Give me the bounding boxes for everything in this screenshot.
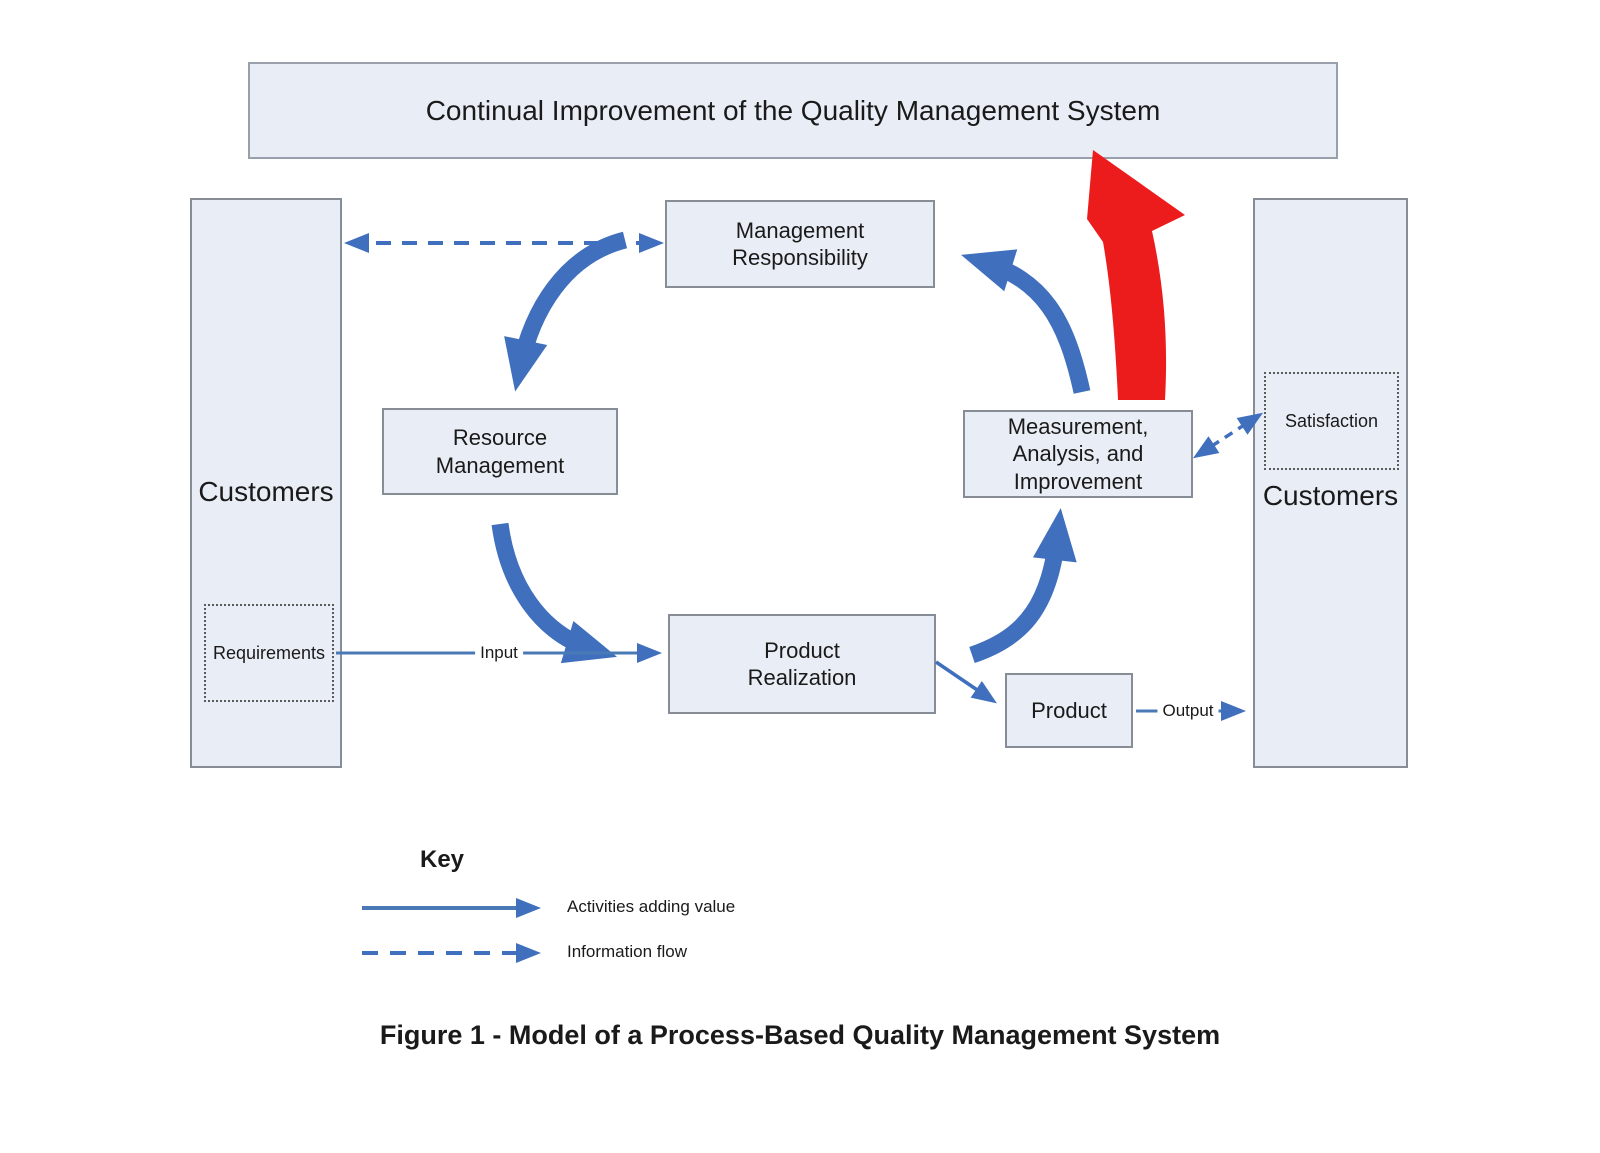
management-responsibility-box: Management Responsibility bbox=[665, 200, 935, 288]
resource-management-box: Resource Management bbox=[382, 408, 618, 495]
dashed-arrow-measurement-satisfaction bbox=[1192, 412, 1264, 459]
customers-right-panel: Satisfaction Customers bbox=[1253, 198, 1408, 768]
requirements-label: Requirements bbox=[212, 642, 326, 663]
customers-left-panel: Customers Requirements bbox=[190, 198, 342, 768]
red-arrow-to-continual-improvement bbox=[1087, 150, 1185, 400]
customers-right-label: Customers bbox=[1262, 480, 1399, 511]
realization-to-product-line bbox=[935, 660, 997, 704]
continual-improvement-banner: Continual Improvement of the Quality Man… bbox=[248, 62, 1338, 159]
satisfaction-box: Satisfaction bbox=[1264, 372, 1399, 470]
customers-left-label: Customers bbox=[198, 476, 334, 507]
product-realization-box: Product Realization bbox=[668, 614, 936, 714]
curved-arrow-measurement-to-management bbox=[961, 249, 1091, 394]
curved-arrow-resource-to-realization bbox=[491, 522, 618, 664]
satisfaction-label: Satisfaction bbox=[1284, 410, 1379, 431]
continual-improvement-label: Continual Improvement of the Quality Man… bbox=[425, 94, 1161, 126]
measurement-analysis-improvement-box: Measurement, Analysis, and Improvement bbox=[963, 410, 1193, 498]
requirements-box: Requirements bbox=[204, 604, 334, 702]
curved-arrow-realization-to-measurement bbox=[969, 508, 1077, 664]
curved-arrow-management-to-resource bbox=[504, 231, 628, 392]
product-box: Product bbox=[1005, 673, 1133, 748]
